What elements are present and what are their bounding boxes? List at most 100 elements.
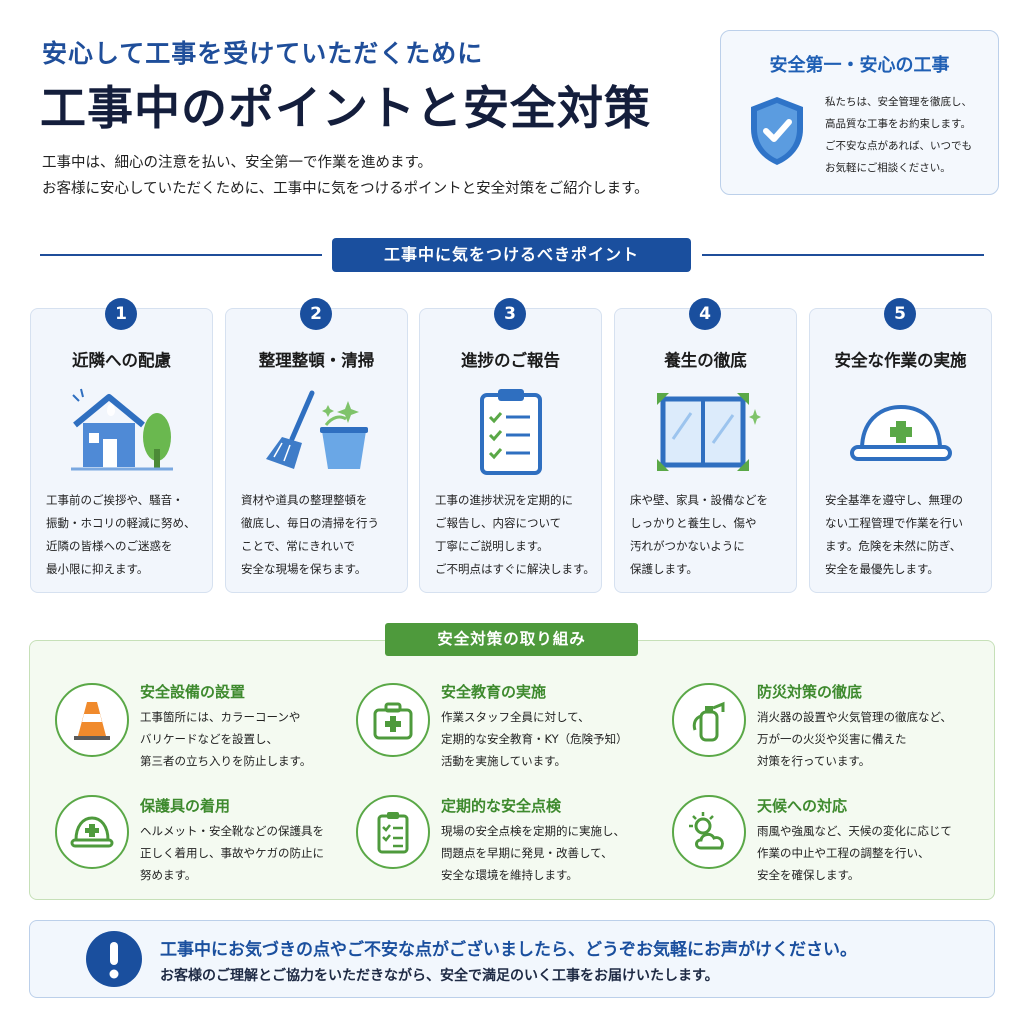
point-title: 整理整頓・清掃 <box>258 351 375 370</box>
measure-line: ヘルメット・安全靴などの保護具を <box>140 824 324 838</box>
page-title: 工事中のポイントと安全対策 <box>40 81 651 135</box>
hard-hat-icon <box>850 404 952 461</box>
point-text: 安全基準を遵守し、無理の ない工程管理で作業を行い ます。危険を未然に防ぎ、 安… <box>825 489 963 581</box>
point-title: 近隣への配慮 <box>72 351 171 370</box>
safety-box-line: お気軽にご相談ください。 <box>825 162 951 174</box>
point-card-5: 安全な作業の実施 安全基準を遵守し、無理の ない工程管理で作業を行い ます。危険… <box>809 308 992 593</box>
measure-title: 天候への対応 <box>757 797 848 815</box>
point-text: 資材や道具の整理整頓を 徹底し、毎日の清掃を行う ことで、常にきれいで 安全な現… <box>241 489 379 581</box>
first-aid-kit-icon <box>356 683 430 757</box>
point-line: 汚れがつかないように <box>630 539 745 553</box>
measure-title: 防災対策の徹底 <box>757 683 863 701</box>
measure-line: 定期的な安全教育・KY（危険予知） <box>441 732 628 746</box>
safety-box-line: 高品質な工事をお約束します。 <box>825 118 971 130</box>
intro-text: 工事中は、細心の注意を払い、安全第一で作業を進めます。 お客様に安心していただく… <box>42 150 649 202</box>
measure-text: 作業スタッフ全員に対して、 定期的な安全教育・KY（危険予知） 活動を実施してい… <box>441 706 628 772</box>
point-line: 最小限に抑えます。 <box>46 562 149 576</box>
measure-text: 現場の安全点検を定期的に実施し、 問題点を早期に発見・改善して、 安全な環境を維… <box>441 820 625 886</box>
measure-line: バリケードなどを設置し、 <box>140 732 278 746</box>
point-card-2: 整理整頓・清掃 資材や道具の整理整頓を 徹底し、毎日の清掃を行う ことで、常にき… <box>225 308 408 593</box>
measure-text: 消火器の設置や火気管理の徹底など、 万が一の火災や災害に備えた 対策を行っていま… <box>757 706 952 772</box>
point-text: 工事前のご挨拶や、騒音・ 振動・ホコリの軽減に努め、 近隣の皆様へのご迷惑を 最… <box>46 489 196 581</box>
safety-box-line: 私たちは、安全管理を徹底し、 <box>825 96 972 108</box>
measure-line: 万が一の火災や災害に備えた <box>757 732 907 746</box>
measure-line: 活動を実施しています。 <box>441 754 567 768</box>
measure-line: 正しく着用し、事故やケガの防止に <box>140 846 324 860</box>
measure-text: 工事箇所には、カラーコーンや バリケードなどを設置し、 第三者の立ち入りを防止し… <box>140 706 311 772</box>
point-title: 進捗のご報告 <box>461 351 560 370</box>
point-line: 資材や道具の整理整頓を <box>241 493 368 507</box>
safety-box-line: ご不安な点があれば、いつでも <box>825 140 972 152</box>
measure-title: 安全教育の実施 <box>441 683 547 701</box>
point-line: ことで、常にきれいで <box>241 539 355 553</box>
measures-section-header: 安全対策の取り組み <box>385 623 638 656</box>
fire-extinguisher-icon <box>672 683 746 757</box>
point-line: ご不明点はすぐに解決します。 <box>435 562 595 576</box>
measure-line: 対策を行っています。 <box>757 754 871 768</box>
point-line: 工事前のご挨拶や、騒音・ <box>46 493 184 507</box>
measure-text: ヘルメット・安全靴などの保護具を 正しく着用し、事故やケガの防止に 努めます。 <box>140 820 324 886</box>
traffic-cone-icon <box>55 683 129 757</box>
measure-text: 雨風や強風など、天候の変化に応じて 作業の中止や工程の調整を行い、 安全を確保し… <box>757 820 952 886</box>
point-number-badge: 2 <box>300 298 332 330</box>
checklist-icon <box>356 795 430 869</box>
measure-line: 消火器の設置や火気管理の徹底など、 <box>757 710 952 724</box>
point-line: ない工程管理で作業を行い <box>825 516 963 530</box>
measure-line: 作業の中止や工程の調整を行い、 <box>757 846 930 860</box>
protected-window-icon <box>657 393 761 471</box>
point-title: 安全な作業の実施 <box>834 351 967 370</box>
point-card-3: 進捗のご報告 工事の進捗状況を定期的に ご報告し、内容について 丁寧にご説明しま… <box>419 308 602 593</box>
measure-line: 問題点を早期に発見・改善して、 <box>441 846 613 860</box>
point-line: ご報告し、内容について <box>435 516 562 530</box>
note-line-1: 工事中にお気づきの点やご不安な点がございましたら、どうぞお気軽にお声がけください… <box>160 940 857 960</box>
measure-line: 努めます。 <box>140 868 197 882</box>
point-line: 安全基準を遵守し、無理の <box>825 493 963 507</box>
divider-right <box>702 254 984 256</box>
measure-line: 安全な環境を維持します。 <box>441 868 578 882</box>
note-line-2: お客様のご理解とご協力をいただきながら、安全で満足のいく工事をお届けいたします。 <box>160 968 719 984</box>
measure-line: 第三者の立ち入りを防止します。 <box>140 754 312 768</box>
point-line: 安全を最優先します。 <box>825 562 939 576</box>
measure-title: 定期的な安全点検 <box>441 797 562 815</box>
point-text: 工事の進捗状況を定期的に ご報告し、内容について 丁寧にご説明します。 ご不明点… <box>435 489 595 581</box>
intro-line: 工事中は、細心の注意を払い、安全第一で作業を進めます。 <box>42 155 433 171</box>
point-card-4: 養生の徹底 床や壁、家具・設備などを しっかりと養生し、傷や 汚れがつかないよう… <box>614 308 797 593</box>
point-number-badge: 4 <box>689 298 721 330</box>
measure-line: 雨風や強風など、天候の変化に応じて <box>757 824 952 838</box>
sun-cloud-icon <box>672 795 746 869</box>
point-text: 床や壁、家具・設備などを しっかりと養生し、傷や 汚れがつかないように 保護しま… <box>630 489 768 581</box>
point-number-badge: 1 <box>105 298 137 330</box>
point-line: 近隣の皆様へのご迷惑を <box>46 539 173 553</box>
measure-line: 安全を確保します。 <box>757 868 860 882</box>
point-card-1: 近隣への配慮 工事前のご挨拶や、騒音・ 振動・ホコリの軽減に努め、 近隣の皆様へ… <box>30 308 213 593</box>
measure-line: 工事箇所には、カラーコーンや <box>140 710 301 724</box>
point-line: 丁寧にご説明します。 <box>435 539 549 553</box>
point-number-badge: 3 <box>494 298 526 330</box>
intro-line: お客様に安心していただくために、工事中に気をつけるポイントと安全対策をご紹介しま… <box>42 181 649 197</box>
point-line: 床や壁、家具・設備などを <box>630 493 768 507</box>
point-line: 振動・ホコリの軽減に努め、 <box>46 516 196 530</box>
measure-title: 保護具の着用 <box>140 797 231 815</box>
divider-left <box>40 254 322 256</box>
point-line: 徹底し、毎日の清掃を行う <box>241 516 379 530</box>
point-title: 養生の徹底 <box>664 351 747 370</box>
point-line: 保護します。 <box>630 562 698 576</box>
exclamation-icon <box>86 931 142 987</box>
points-section-header: 工事中に気をつけるべきポイント <box>332 238 691 272</box>
measure-title: 安全設備の設置 <box>140 683 246 701</box>
shield-check-icon <box>751 97 803 165</box>
contact-note-box: 工事中にお気づきの点やご不安な点がございましたら、どうぞお気軽にお声がけください… <box>29 920 995 998</box>
safety-box-title: 安全第一・安心の工事 <box>769 55 950 76</box>
safety-first-box: 安全第一・安心の工事 私たちは、安全管理を徹底し、 高品質な工事をお約束します。… <box>720 30 999 195</box>
clipboard-checklist-icon <box>480 389 542 475</box>
broom-bucket-icon <box>266 390 368 469</box>
point-line: ます。危険を未然に防ぎ、 <box>825 539 962 553</box>
helmet-icon <box>55 795 129 869</box>
measure-line: 現場の安全点検を定期的に実施し、 <box>441 824 625 838</box>
safety-box-text: 私たちは、安全管理を徹底し、 高品質な工事をお約束します。 ご不安な点があれば、… <box>825 91 972 179</box>
page-subtitle: 安心して工事を受けていただくために <box>42 39 484 68</box>
point-line: 工事の進捗状況を定期的に <box>435 493 573 507</box>
point-line: 安全な現場を保ちます。 <box>241 562 367 576</box>
house-tree-icon <box>71 388 173 471</box>
measure-line: 作業スタッフ全員に対して、 <box>441 710 590 724</box>
